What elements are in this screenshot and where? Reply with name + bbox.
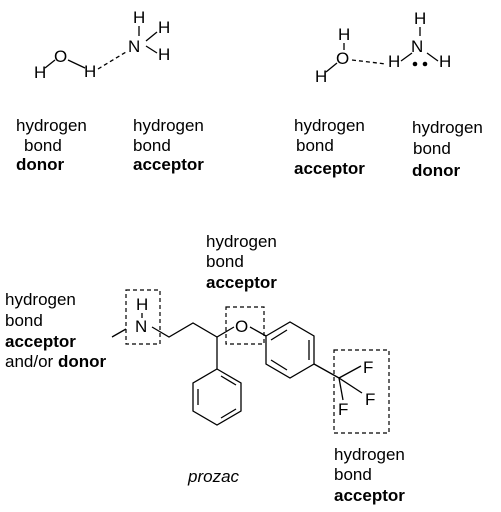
label-acceptor-line2: bond xyxy=(133,136,171,155)
atom-h-water-left: H xyxy=(34,63,46,82)
atom-f-right: F xyxy=(365,390,375,409)
atom-f-lower: F xyxy=(338,400,348,419)
label-acceptor-line3: acceptor xyxy=(133,155,204,174)
bond-n-h-upper xyxy=(146,32,157,41)
atom-h-water2-lower: H xyxy=(315,67,327,86)
atom-h-ammonia2-donor: H xyxy=(388,52,400,71)
panel-water-acceptor: H O H H N H H hydrogen bond acceptor hyd… xyxy=(294,9,483,180)
label-cf3-line3: acceptor xyxy=(334,486,405,505)
atom-h-water-donor: H xyxy=(84,62,96,81)
bond-o-aryl xyxy=(250,327,266,336)
label-amine-line4-prefix: and/or xyxy=(5,352,58,371)
hydrogen-bond-dash xyxy=(98,52,126,69)
molecule-name-prozac: prozac xyxy=(187,467,240,486)
atom-h-ammonia-top: H xyxy=(133,8,145,27)
prozac-molecule: N H O F F F xyxy=(112,290,389,433)
atom-o-water2: O xyxy=(336,49,349,68)
box-ether xyxy=(226,307,264,344)
atom-h-ammonia-right-upper: H xyxy=(158,18,170,37)
label-donor2-line3: donor xyxy=(412,161,461,180)
atom-o-water: O xyxy=(54,47,67,66)
phenyl-double-1 xyxy=(221,376,236,385)
box-amine xyxy=(126,290,160,344)
hydrogen-bond-dash-2 xyxy=(352,60,386,64)
bond-c-f-lower xyxy=(339,378,343,400)
label-donor2-line1: hydrogen xyxy=(412,118,483,137)
bond-o-h-left xyxy=(45,60,55,68)
bond-c-f-right xyxy=(339,378,362,393)
atom-f-upper: F xyxy=(363,358,373,377)
label-donor-line2: bond xyxy=(24,136,62,155)
label-amine-line2: bond xyxy=(5,311,43,330)
prozac-labels: hydrogen bond acceptor hydrogen bond acc… xyxy=(5,232,405,505)
label-acceptor-line1: hydrogen xyxy=(133,116,204,135)
aryl-double-1 xyxy=(271,330,287,340)
aryl-ring xyxy=(266,322,314,378)
bond-n-h-lower xyxy=(146,46,157,53)
atom-h-ammonia2-right: H xyxy=(439,52,451,71)
box-cf3 xyxy=(334,350,389,433)
bond-chain xyxy=(151,322,235,338)
atom-h-water2-top: H xyxy=(338,25,350,44)
panel-water-donor: H O H N H H H hydrogen bond donor hydrog… xyxy=(16,8,204,174)
bond-n-h-right-2 xyxy=(427,53,438,61)
bond-aryl-cf3 xyxy=(314,364,339,378)
atom-h-ammonia-right-lower: H xyxy=(158,45,170,64)
phenyl-double-2 xyxy=(221,409,236,418)
label-amine-line3: acceptor xyxy=(5,332,76,351)
bond-c-f-upper xyxy=(339,366,361,378)
label-donor-line3: donor xyxy=(16,155,65,174)
atom-n-prozac: N xyxy=(135,317,147,336)
bond-methyl-n xyxy=(112,329,126,337)
label-amine-line4: and/or donor xyxy=(5,352,106,371)
atom-h-amine: H xyxy=(136,295,148,314)
lone-pair-dot-right xyxy=(422,61,428,67)
label-acceptor2-line2: bond xyxy=(296,136,334,155)
label-ether-line3: acceptor xyxy=(206,273,277,292)
label-acceptor2-line3: acceptor xyxy=(294,159,365,178)
label-amine-line1: hydrogen xyxy=(5,290,76,309)
lone-pair-dot-left xyxy=(412,61,418,67)
label-donor-line1: hydrogen xyxy=(16,116,87,135)
phenyl-ring xyxy=(193,369,241,425)
atom-n-ammonia: N xyxy=(128,37,140,56)
bond-o-h-right xyxy=(68,60,85,68)
bond-o-h-lower xyxy=(326,63,337,72)
aryl-double-3 xyxy=(271,360,287,370)
label-cf3-line1: hydrogen xyxy=(334,445,405,464)
atom-n-ammonia2: N xyxy=(411,37,423,56)
label-cf3-line2: bond xyxy=(334,465,372,484)
bond-n-h-donor xyxy=(401,53,412,61)
label-ether-line2: bond xyxy=(206,252,244,271)
label-acceptor2-line1: hydrogen xyxy=(294,116,365,135)
atom-h-ammonia2-top: H xyxy=(414,9,426,28)
label-ether-line1: hydrogen xyxy=(206,232,277,251)
label-amine-line4-donor: donor xyxy=(58,352,107,371)
label-donor2-line2: bond xyxy=(413,139,451,158)
atom-o-ether: O xyxy=(235,317,248,336)
